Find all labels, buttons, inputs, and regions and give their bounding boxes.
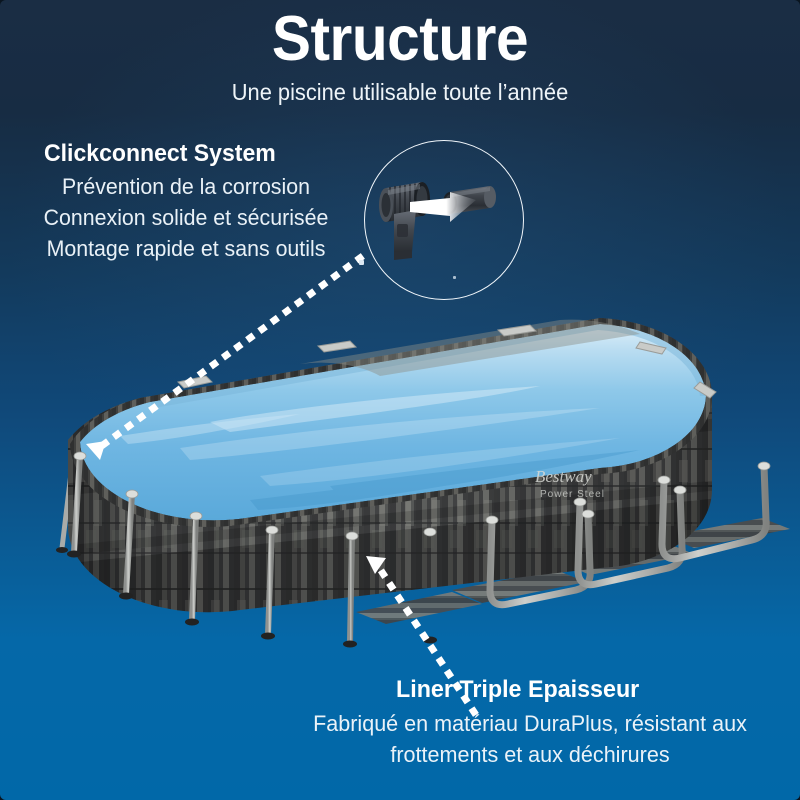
callout-clickconnect-heading: Clickconnect System xyxy=(44,140,276,167)
pool-frame-poles xyxy=(67,451,437,648)
page-subtitle: Une piscine utilisable toute l’année xyxy=(231,79,569,105)
pool-illustration: Bestway Power Steel xyxy=(0,290,800,690)
callout-line: frottements et aux déchirures xyxy=(390,742,670,767)
callout-line: Fabriqué en matériau DuraPlus, résistant… xyxy=(313,711,747,736)
clickconnect-inset xyxy=(364,140,524,300)
callout-line: Prévention de la corrosion xyxy=(62,174,310,199)
brand-model: Power Steel xyxy=(540,489,605,500)
brand-name: Bestway xyxy=(535,467,592,486)
pool-u-support-legs xyxy=(486,462,770,609)
speck xyxy=(453,276,456,279)
callout-clickconnect-lines: Prévention de la corrosion Connexion sol… xyxy=(6,171,367,264)
callout-line: Montage rapide et sans outils xyxy=(46,236,326,261)
brand-logo: Bestway Power Steel xyxy=(535,467,605,500)
inset-ring xyxy=(364,140,524,300)
u-leg-collars xyxy=(485,461,771,525)
callout-liner-lines: Fabriqué en matériau DuraPlus, résistant… xyxy=(265,708,794,770)
callout-line: Connexion solide et sécurisée xyxy=(43,205,329,230)
pool-graphic: Bestway Power Steel xyxy=(56,318,790,648)
speck xyxy=(359,260,364,265)
page-title: Structure xyxy=(271,4,529,74)
callout-liner-heading: Liner Triple Epaisseur xyxy=(396,676,640,703)
